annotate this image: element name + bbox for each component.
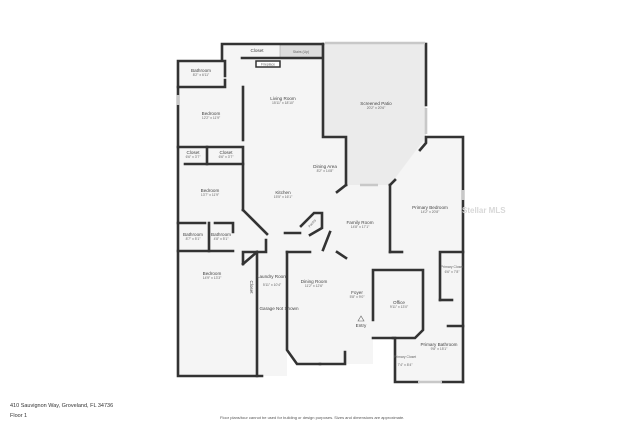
room-dims: 7'4" x 8'4" <box>398 363 414 367</box>
room-name: Bathroom <box>211 232 231 237</box>
room-dims: 14'9" x 13'3" <box>203 276 222 280</box>
room-name: Dining Area <box>313 164 337 169</box>
room-name: Closet <box>186 150 200 155</box>
room-dims: 6'6" x 7'8" <box>445 270 461 274</box>
room-name: Laundry Room <box>257 274 287 279</box>
room-dims: 15'5" x 16'1" <box>274 195 293 199</box>
floor-label: Floor 1 <box>10 413 28 419</box>
room-dims: 8'2" x 14'8" <box>317 169 335 173</box>
room-dims: 12'2" x 11'9" <box>202 116 221 120</box>
room-name: Pantry <box>308 218 318 228</box>
room-labels: Bathroom 8'2" x 6'11" Bedroom 12'2" x 11… <box>183 48 463 367</box>
room-name: Foyer <box>351 290 363 295</box>
address: 410 Sauvignon Way, Groveland, FL 34736 <box>10 403 114 409</box>
room-name: Screened Patio <box>360 101 392 106</box>
room-name: Primary Closet <box>394 355 416 359</box>
room-name: Stairs (Up) <box>293 50 309 54</box>
room-dims: 8'2" x 6'11" <box>193 73 210 77</box>
room-dims: 5'8" x 9'0" <box>350 295 366 299</box>
room-dims: 11'2" x 12'6" <box>305 284 324 288</box>
walls <box>176 42 465 384</box>
room-name: Dining Room <box>301 279 328 284</box>
room-name: Bathroom <box>183 232 203 237</box>
room-name: Family Room <box>346 220 373 225</box>
watermark: Stellar MLS <box>462 206 506 215</box>
room-dims: 20'2" x 20'6" <box>367 106 386 110</box>
room-dims: 5'11" x 10'4" <box>263 283 282 287</box>
room-dims: 9'11" x 13'0" <box>390 305 409 309</box>
room-dims: 6'6" x 3'7" <box>219 155 235 159</box>
room-name: Bathroom <box>191 68 211 73</box>
room-dims: 8'7" x 5'1" <box>186 237 202 241</box>
room-name: Living Room <box>270 96 296 101</box>
room-name: Closet <box>250 48 264 53</box>
room-name: Primary Closet <box>441 265 463 269</box>
patio-floor <box>323 44 426 185</box>
room-dims: 4'8" x 5'1" <box>214 237 230 241</box>
room-dims: 15'11" x 18'10" <box>272 101 295 105</box>
disclaimer: Floor plans/tour cannot be used for buil… <box>220 415 405 420</box>
room-name: Garage Not Shown <box>259 306 299 311</box>
room-name: Bedroom <box>202 111 221 116</box>
room-name: Primary Bedroom <box>412 205 448 210</box>
room-name: Office <box>393 300 405 305</box>
room-dims: 9'8" x 15'1" <box>431 347 449 351</box>
room-name: Bedroom <box>203 271 222 276</box>
room-name: Primary Bathroom <box>420 342 457 347</box>
room-name: Kitchen <box>275 190 291 195</box>
room-name: Entry <box>356 323 367 328</box>
entry-arrow-icon <box>357 315 365 322</box>
room-dims: 14'2" x 20'8" <box>421 210 440 214</box>
room-dims: 14'8" x 17'1" <box>351 225 370 229</box>
room-name: Bedroom <box>201 188 220 193</box>
fireplace <box>255 60 281 68</box>
room-name: Closet <box>249 280 254 294</box>
room-dims: 13'7" x 11'9" <box>201 193 220 197</box>
windows <box>176 41 465 384</box>
room-name: Closet <box>219 150 233 155</box>
room-name: Fireplace <box>261 63 275 67</box>
room-dims: 6'6" x 3'7" <box>186 155 202 159</box>
